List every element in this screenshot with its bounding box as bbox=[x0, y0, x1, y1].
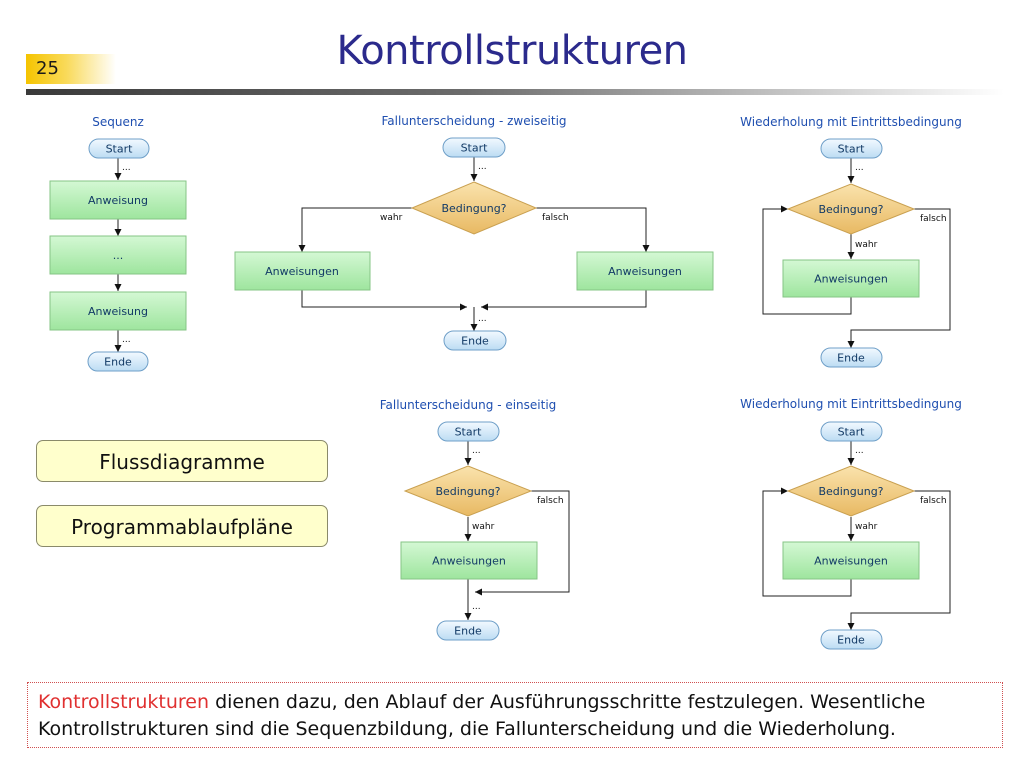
end-label: Ende bbox=[461, 335, 489, 348]
false-label: falsch bbox=[920, 214, 947, 224]
action-box bbox=[782, 259, 920, 298]
ellipsis: ... bbox=[478, 314, 487, 324]
while-title: Wiederholung mit Eintrittsbedingung bbox=[740, 115, 962, 129]
start-terminal bbox=[820, 421, 883, 442]
action-box bbox=[49, 291, 187, 331]
action-box bbox=[49, 235, 187, 275]
sequence-diagram: Sequenz ... ... Start Anweisung ... Anwe… bbox=[49, 115, 187, 372]
end-terminal bbox=[436, 620, 500, 641]
true-label: wahr bbox=[855, 240, 878, 250]
action-box bbox=[782, 541, 920, 580]
ellipsis: ... bbox=[855, 163, 864, 173]
condition-label: Bedingung? bbox=[441, 202, 506, 215]
ellipsis: ... bbox=[472, 446, 481, 456]
action-box bbox=[400, 541, 538, 580]
end-label: Ende bbox=[837, 352, 865, 365]
info-highlight: Kontrollstrukturen bbox=[38, 691, 210, 713]
end-terminal bbox=[443, 330, 507, 351]
start-label: Start bbox=[455, 426, 483, 439]
if-only-diagram: Fallunterscheidung - einseitig ... wahr … bbox=[380, 398, 570, 641]
start-label: Start bbox=[838, 143, 866, 156]
action-label: Anweisungen bbox=[432, 555, 506, 568]
true-label: wahr bbox=[855, 522, 878, 532]
title-divider bbox=[26, 89, 1004, 95]
start-terminal bbox=[88, 138, 150, 159]
end-terminal bbox=[820, 629, 883, 650]
condition-label: Bedingung? bbox=[818, 485, 883, 498]
decision-diamond bbox=[410, 181, 538, 235]
action-label: Anweisung bbox=[88, 194, 148, 207]
decision-diamond bbox=[786, 465, 916, 517]
slide-number-badge: 25 bbox=[26, 54, 116, 84]
false-label: falsch bbox=[542, 213, 569, 223]
end-label: Ende bbox=[454, 625, 482, 638]
action-label: Anweisungen bbox=[814, 555, 888, 568]
start-terminal bbox=[437, 421, 500, 442]
while-title: Wiederholung mit Eintrittsbedingung bbox=[740, 397, 962, 411]
start-label: Start bbox=[106, 143, 134, 156]
if-only-title: Fallunterscheidung - einseitig bbox=[380, 398, 557, 412]
start-label: Start bbox=[838, 426, 866, 439]
if-else-title: Fallunterscheidung - zweiseitig bbox=[381, 114, 566, 128]
action-label: Anweisung bbox=[88, 305, 148, 318]
while-loop-diagram-bottom: Wiederholung mit Eintrittsbedingung ... … bbox=[740, 397, 962, 650]
false-label: falsch bbox=[537, 496, 564, 506]
flowchart-canvas: .ln { stroke:#222; stroke-width:1; fill:… bbox=[49, 114, 962, 650]
action-label: ... bbox=[113, 249, 124, 262]
info-text: dienen dazu, den Ablauf der Ausführungss… bbox=[38, 691, 926, 740]
slide-title: Kontrollstrukturen bbox=[336, 28, 688, 74]
ellipsis: ... bbox=[122, 163, 131, 173]
end-terminal bbox=[820, 347, 883, 368]
start-terminal bbox=[820, 138, 883, 159]
ellipsis: ... bbox=[472, 602, 481, 612]
flussdiagramme-label-box: Flussdiagramme bbox=[36, 440, 328, 482]
end-label: Ende bbox=[837, 634, 865, 647]
true-label: wahr bbox=[380, 213, 403, 223]
action-box bbox=[576, 251, 714, 291]
true-label: wahr bbox=[472, 522, 495, 532]
end-terminal bbox=[87, 351, 149, 372]
action-label: Anweisungen bbox=[265, 265, 339, 278]
decision-diamond bbox=[403, 465, 533, 517]
ellipsis: ... bbox=[855, 446, 864, 456]
start-label: Start bbox=[461, 142, 489, 155]
slide-number: 25 bbox=[36, 58, 59, 79]
action-label: Anweisungen bbox=[608, 265, 682, 278]
action-box bbox=[234, 251, 371, 291]
info-text-box: Kontrollstrukturen dienen dazu, den Abla… bbox=[27, 682, 1003, 748]
condition-label: Bedingung? bbox=[435, 485, 500, 498]
programmablaufplaene-label-box: Programmablaufpläne bbox=[36, 505, 328, 547]
start-terminal bbox=[442, 137, 506, 158]
sequence-title: Sequenz bbox=[92, 115, 144, 129]
condition-label: Bedingung? bbox=[818, 203, 883, 216]
ellipsis: ... bbox=[122, 335, 131, 345]
programmablaufplaene-label: Programmablaufpläne bbox=[71, 515, 293, 539]
if-else-diagram: Fallunterscheidung - zweiseitig ... wahr… bbox=[234, 114, 714, 351]
ellipsis: ... bbox=[478, 162, 487, 172]
flussdiagramme-label: Flussdiagramme bbox=[99, 450, 265, 474]
action-box bbox=[49, 180, 187, 220]
end-label: Ende bbox=[104, 356, 132, 369]
decision-diamond bbox=[786, 183, 916, 235]
while-loop-diagram-top: Wiederholung mit Eintrittsbedingung ... … bbox=[740, 115, 962, 368]
action-label: Anweisungen bbox=[814, 273, 888, 286]
false-label: falsch bbox=[920, 496, 947, 506]
